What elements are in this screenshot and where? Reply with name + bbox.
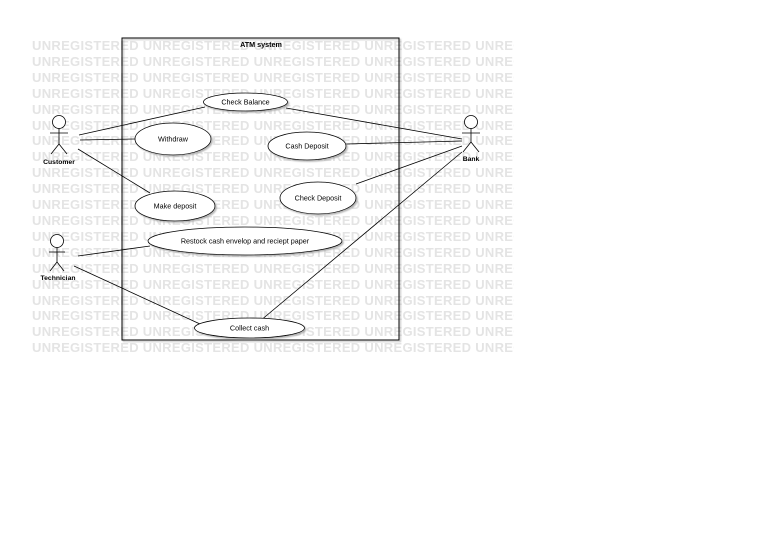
watermark-line: UNREGISTERED UNREGISTERED UNREGISTERED U… (32, 38, 514, 53)
system-boundary[interactable] (121, 37, 400, 341)
watermark-line: UNREGISTERED UNREGISTERED UNREGISTERED U… (32, 69, 514, 85)
use-case-label: Withdraw (158, 135, 189, 144)
use-case-restock[interactable]: Restock cash envelop and reciept paper (147, 226, 343, 256)
watermark-line: UNREGISTERED UNREGISTERED UNREGISTERED U… (32, 340, 514, 356)
assoc-bank-cash-deposit[interactable] (345, 140, 463, 145)
use-case-collect-cash[interactable]: Collect cash (194, 317, 305, 339)
associations (73, 106, 463, 325)
use-case-label: Make deposit (154, 202, 197, 211)
use-case-withdraw[interactable]: Withdraw (134, 122, 212, 156)
use-case-label: Restock cash envelop and reciept paper (181, 237, 310, 246)
watermark-line: UNREGISTERED UNREGISTERED UNREGISTERED U… (32, 149, 514, 165)
use-case-label: Check Balance (221, 98, 269, 107)
actor-label-customer: Customer (43, 159, 75, 166)
actor-head-icon (50, 234, 64, 248)
use-case-make-deposit[interactable]: Make deposit (134, 190, 216, 222)
assoc-technician-collect-cash[interactable] (73, 265, 201, 325)
actor-technician[interactable]: Technician (41, 234, 76, 283)
use-case-label: Check Deposit (295, 194, 342, 203)
actor-customer[interactable]: Customer (43, 115, 75, 167)
assoc-customer-make-deposit[interactable] (77, 148, 151, 194)
watermark-line: UNREGISTERED UNREGISTERED UNREGISTERED U… (32, 276, 514, 292)
assoc-technician-restock[interactable] (77, 245, 151, 257)
assoc-customer-check-balance[interactable] (78, 106, 206, 136)
use-case-cash-deposit[interactable]: Cash Deposit (267, 131, 347, 161)
actor-bank[interactable]: Bank (462, 115, 480, 164)
system-title: ATM system (240, 40, 282, 49)
assoc-bank-check-deposit[interactable] (355, 145, 463, 185)
use-case-label: Cash Deposit (285, 142, 328, 151)
watermark-line: UNREGISTERED UNREGISTERED UNREGISTERED U… (32, 53, 514, 69)
actor-head-icon (52, 115, 66, 129)
actor-head-icon (464, 115, 478, 129)
use-case-check-balance[interactable]: Check Balance (203, 92, 288, 112)
use-case-label: Collect cash (230, 324, 269, 333)
actor-label-technician: Technician (41, 275, 76, 282)
assoc-bank-check-balance[interactable] (285, 107, 463, 140)
watermark-line: UNREGISTERED UNREGISTERED UNREGISTERED U… (32, 165, 514, 181)
watermark-line: UNREGISTERED UNREGISTERED UNREGISTERED U… (32, 85, 514, 101)
use-case-check-deposit[interactable]: Check Deposit (279, 181, 357, 215)
assoc-customer-withdraw[interactable] (79, 138, 136, 141)
assoc-bank-collect-cash[interactable] (259, 151, 463, 322)
actor-label-bank: Bank (463, 156, 480, 163)
watermark-line: UNREGISTERED UNREGISTERED UNREGISTERED U… (32, 292, 514, 308)
watermark-line: UNREGISTERED UNREGISTERED UNREGISTERED U… (32, 260, 514, 276)
watermark-line: UNREGISTERED UNREGISTERED UNREGISTERED U… (32, 181, 514, 197)
watermark-line: UNREGISTERED UNREGISTERED UNREGISTERED U… (32, 308, 514, 324)
